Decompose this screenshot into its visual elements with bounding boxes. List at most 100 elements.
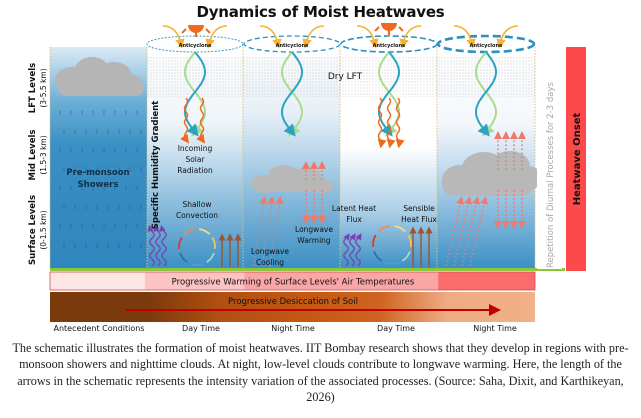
subsidence-arrows	[162, 25, 519, 49]
figure-caption: The schematic illustrates the formation …	[12, 341, 629, 404]
longwave-warming-label: Warming	[297, 236, 331, 245]
subsidence-arrow	[399, 25, 422, 49]
incoming-solar-arrows	[180, 97, 205, 144]
shallow-convection-cycle-icon-day2	[372, 225, 412, 265]
wavy-arrow	[147, 224, 155, 267]
wavy-arrow	[377, 97, 387, 149]
time-label-day-2: Day Time	[377, 324, 415, 333]
dry-lft-band	[147, 57, 535, 97]
wavy-arrow	[159, 224, 167, 267]
night-cloud-icon-large	[442, 151, 542, 196]
sensible-heat-flux-arrows	[218, 233, 242, 267]
subsidence-arrow	[356, 25, 379, 49]
longwave-arrow	[445, 196, 465, 267]
warming-bar	[49, 271, 536, 291]
convection-arc	[211, 237, 216, 249]
latent-heat-flux-label: Flux	[346, 215, 362, 224]
longwave-arrow	[253, 196, 268, 267]
sensible-heat-flux-arrows-day2	[409, 226, 433, 267]
latent-heat-flux-arrows-day2	[343, 233, 362, 267]
panel-dividers	[49, 47, 536, 269]
longwave-warming-arrows	[302, 161, 326, 224]
ground-line	[50, 268, 535, 271]
warming-bar-label: Progressive Warming of Surface Levels' A…	[172, 278, 415, 288]
level-label-surface: Surface Levels	[28, 195, 38, 265]
soil-bar-label: Progressive Desiccation of Soil	[228, 297, 358, 307]
sensible-heat-flux-label: Heat Flux	[401, 215, 437, 224]
convection-arc	[385, 262, 399, 265]
longwave-warming-arrows-night2	[494, 131, 526, 229]
subsidence-arrow	[259, 25, 282, 49]
shallow-convection-cycle-icon	[178, 228, 216, 266]
incoming-solar-arrows-day2	[377, 97, 405, 149]
diagram-title: Dynamics of Moist Heatwaves	[196, 3, 445, 21]
level-label-mid: Mid Levels	[28, 130, 38, 181]
level-label-surface-range: (0-1.5 km)	[39, 210, 48, 249]
convection-arc	[199, 228, 211, 235]
wavy-arrow	[343, 233, 350, 267]
longwave-arrow	[261, 196, 276, 267]
longwave-warming-label: Longwave	[295, 225, 333, 234]
convection-arc	[373, 251, 383, 262]
anticyclone-label: Anticyclone	[373, 43, 406, 49]
convection-arc	[401, 251, 411, 262]
level-label-lft: LFT Levels	[28, 63, 38, 113]
longwave-arrow	[269, 196, 284, 267]
wavy-arrow	[153, 224, 161, 267]
longwave-arrow	[453, 196, 473, 267]
convection-arc	[178, 237, 183, 249]
dry-lft-label: Dry LFT	[328, 72, 363, 82]
convection-arc	[378, 225, 390, 233]
convection-arc	[190, 263, 204, 266]
subsidence-arrow	[205, 25, 228, 49]
convection-arc	[394, 225, 406, 233]
incoming-solar-label: Solar	[185, 155, 205, 164]
sensible-heat-flux-label: Sensible	[403, 204, 435, 213]
subsidence-arrow	[453, 25, 476, 49]
time-label-night-2: Night Time	[473, 324, 517, 333]
convection-arc	[372, 234, 377, 248]
wavy-arrow	[395, 97, 405, 149]
longwave-cooling-arrows-night2	[445, 196, 489, 267]
convection-arc	[206, 252, 215, 263]
pre-monsoon-label-line1: Pre-monsoon	[66, 168, 129, 178]
sun-icon	[374, 23, 404, 35]
time-label-night-1: Night Time	[271, 324, 315, 333]
wavy-arrow	[386, 97, 396, 149]
anticyclone-label: Anticyclone	[276, 43, 309, 49]
night-cloud-icon	[251, 165, 333, 193]
level-label-lft-range: (3-5.5 km)	[39, 68, 48, 107]
time-label-antecedent: Antecedent Conditions	[53, 324, 144, 333]
anticyclone-label: Anticyclone	[470, 43, 503, 49]
wavy-arrow	[180, 97, 189, 144]
level-label-mid-range: (1.5-3 km)	[39, 135, 48, 174]
subsidence-arrow	[302, 25, 325, 49]
anticyclone-label: Anticyclone	[179, 43, 212, 49]
shallow-convection-label: Convection	[176, 211, 218, 220]
convection-arc	[407, 234, 412, 248]
longwave-arrow	[461, 196, 481, 267]
incoming-solar-label: Incoming	[178, 144, 213, 153]
ground-line-extension	[535, 268, 565, 271]
shallow-convection-label: Shallow	[182, 200, 211, 209]
specific-humidity-gradient-label: Specific Humidity Gradient	[151, 101, 161, 230]
repetition-column	[537, 47, 562, 269]
heatwave-onset-label: Heatwave Onset	[572, 112, 583, 205]
wavy-arrow	[349, 233, 356, 267]
rain-cloud-icon	[55, 57, 144, 96]
convection-arc	[179, 252, 188, 263]
pre-monsoon-label-line2: Showers	[78, 180, 119, 190]
rain-streaks	[59, 110, 142, 248]
longwave-arrow	[469, 196, 489, 267]
longwave-cooling-label: Longwave	[251, 247, 289, 256]
incoming-solar-label: Radiation	[177, 166, 213, 175]
longwave-cooling-label: Cooling	[256, 258, 284, 267]
heatwave-onset-bar	[566, 47, 586, 271]
helix-strand-teal	[280, 51, 304, 137]
wavy-arrow	[196, 97, 205, 144]
latent-heat-flux-label: Latent Heat	[332, 204, 376, 213]
wavy-arrow	[355, 233, 362, 267]
time-label-day-1: Day Time	[182, 324, 220, 333]
sun-icon	[181, 25, 211, 37]
heatwave-schematic: LFT Levels (3-5.5 km) Mid Levels (1.5-3 …	[28, 23, 586, 333]
